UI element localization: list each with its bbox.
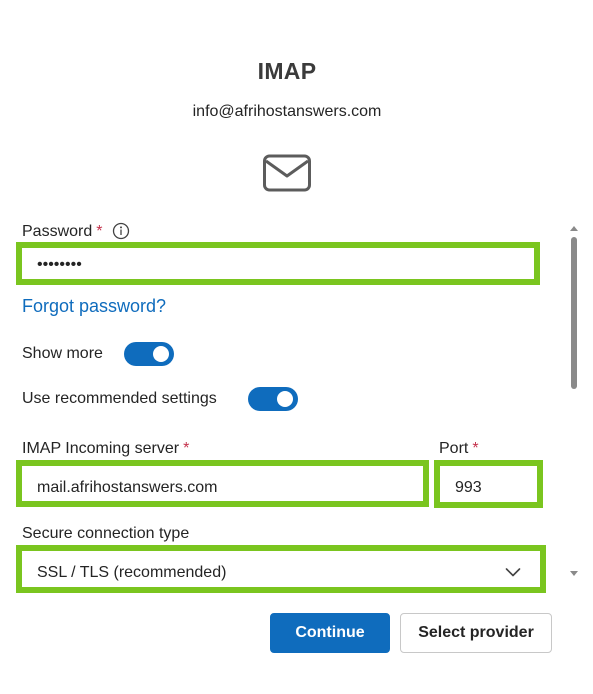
port-input[interactable]: 993 — [455, 479, 482, 496]
port-field-highlight — [434, 460, 543, 508]
incoming-server-label-text: IMAP Incoming server — [22, 440, 180, 457]
continue-button[interactable]: Continue — [270, 613, 390, 653]
secure-connection-label: Secure connection type — [22, 525, 190, 542]
port-label-text: Port — [439, 440, 469, 457]
incoming-server-highlight — [16, 460, 429, 507]
incoming-server-input[interactable]: mail.afrihostanswers.com — [37, 479, 218, 496]
required-mark: * — [183, 440, 190, 457]
use-recommended-toggle[interactable] — [248, 387, 298, 411]
account-email: info@afrihostanswers.com — [192, 103, 382, 120]
scroll-up-arrow-icon[interactable] — [570, 226, 578, 231]
toggle-knob — [153, 346, 169, 362]
toggle-knob — [277, 391, 293, 407]
forgot-password-link[interactable]: Forgot password? — [22, 296, 167, 316]
mail-icon — [263, 154, 311, 192]
info-icon[interactable] — [112, 222, 130, 240]
scroll-thumb[interactable] — [571, 237, 577, 389]
secure-connection-select[interactable]: SSL / TLS (recommended) — [37, 564, 227, 581]
show-more-label: Show more — [22, 345, 103, 362]
required-mark: * — [472, 440, 479, 457]
show-more-toggle[interactable] — [124, 342, 174, 366]
chevron-down-icon[interactable] — [505, 566, 521, 578]
page-title: IMAP — [257, 58, 317, 84]
secure-connection-highlight — [16, 545, 546, 593]
select-provider-button[interactable]: Select provider — [400, 613, 552, 653]
incoming-server-label: IMAP Incoming server* — [22, 440, 189, 458]
scrollbar[interactable] — [568, 222, 580, 582]
password-field-highlight — [16, 242, 540, 285]
port-label: Port* — [439, 440, 479, 458]
use-recommended-label: Use recommended settings — [22, 390, 217, 407]
password-label-text: Password — [22, 223, 93, 240]
scroll-down-arrow-icon[interactable] — [570, 571, 578, 576]
password-input[interactable]: •••••••• — [37, 256, 82, 273]
password-label: Password* — [22, 223, 102, 241]
required-mark: * — [96, 223, 103, 240]
